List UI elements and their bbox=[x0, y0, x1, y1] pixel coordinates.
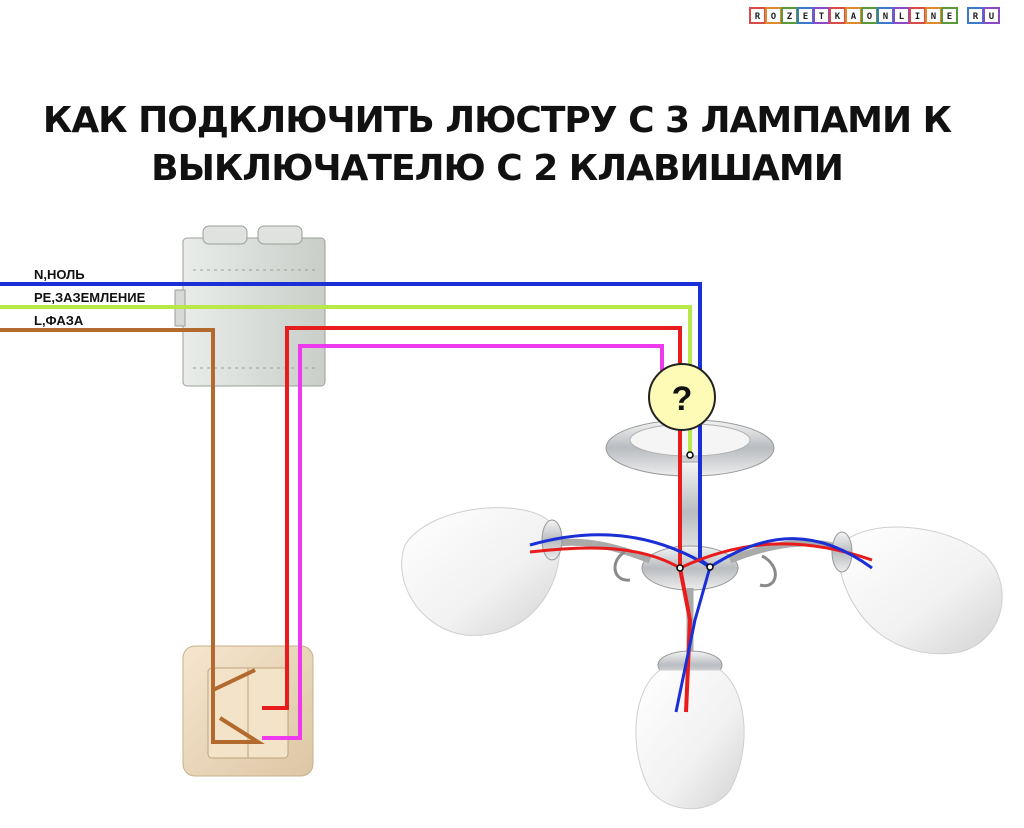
logo-letter: K bbox=[835, 12, 841, 22]
lead-left-red bbox=[529, 546, 681, 570]
logo-letter: U bbox=[989, 12, 994, 22]
question-mark: ? bbox=[672, 380, 693, 418]
logo-letter: I bbox=[915, 12, 920, 22]
wire-switched-1 bbox=[262, 326, 693, 713]
question-bubble: ? bbox=[648, 363, 716, 431]
logo-letter: N bbox=[931, 12, 936, 22]
logo-letter: E bbox=[947, 12, 952, 22]
wire-phase bbox=[0, 328, 265, 744]
logo-tile bbox=[983, 7, 1000, 24]
node-phase bbox=[676, 564, 684, 572]
shade-bottom bbox=[635, 650, 745, 810]
logo-letter: T bbox=[819, 12, 825, 22]
label-ground: PE,ЗАЗЕМЛЕНИЕ bbox=[34, 290, 146, 305]
lead-left-blue bbox=[529, 533, 711, 569]
shade-right bbox=[831, 526, 1003, 655]
lead-right-blue bbox=[709, 537, 873, 570]
logo-letter: L bbox=[899, 12, 905, 22]
label-phase: L,ФАЗА bbox=[34, 313, 84, 328]
double-switch bbox=[182, 645, 314, 777]
logo-letter: E bbox=[803, 12, 808, 22]
node-neutral bbox=[706, 563, 714, 571]
logo-tile bbox=[941, 7, 958, 24]
lead-bottom-blue bbox=[674, 566, 712, 713]
title-line-1: КАК ПОДКЛЮЧИТЬ ЛЮСТРУ С 3 ЛАМПАМИ К bbox=[43, 100, 952, 141]
shade-left bbox=[401, 507, 563, 636]
logo-letter: N bbox=[883, 12, 888, 22]
node-ground bbox=[686, 451, 694, 459]
logo-letter: O bbox=[771, 12, 777, 22]
logo-letter: R bbox=[755, 12, 761, 22]
logo-letter: A bbox=[851, 12, 857, 22]
logo-letter: O bbox=[867, 12, 873, 22]
logo-letter: R bbox=[973, 12, 979, 22]
wire-switched-2 bbox=[262, 344, 664, 740]
logo-letter: Z bbox=[787, 12, 793, 22]
label-neutral: N,НОЛЬ bbox=[34, 267, 85, 282]
wires bbox=[0, 282, 873, 744]
title-line-2: ВЫКЛЮЧАТЕЛЮ С 2 КЛАВИШАМИ bbox=[151, 148, 843, 189]
